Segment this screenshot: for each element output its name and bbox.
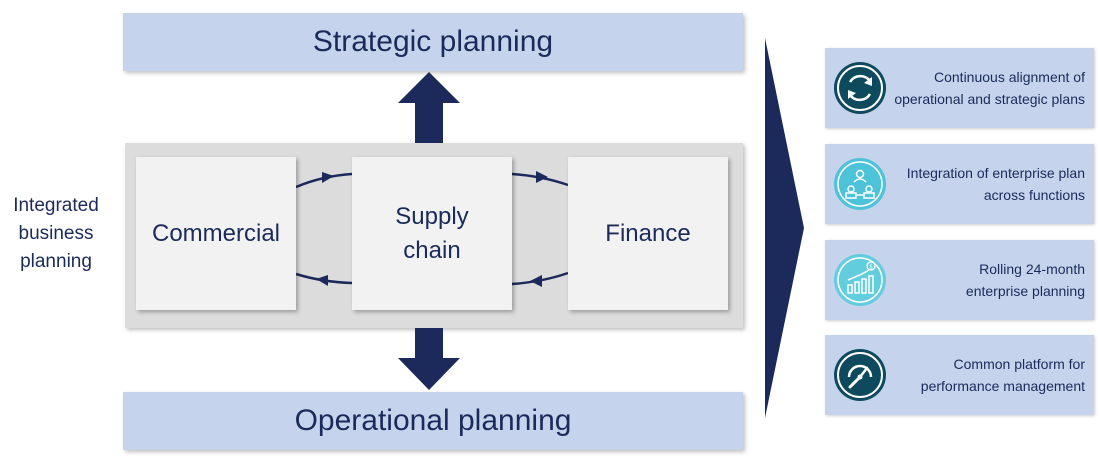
feature-card-rolling: $ Rolling 24-month enterprise planning (825, 240, 1094, 320)
down-arrow (398, 328, 460, 390)
arrowhead-4 (530, 275, 542, 287)
cycle-icon (834, 62, 886, 114)
feature-text-rolling: Rolling 24-month enterprise planning (965, 261, 1085, 299)
feature-card-alignment: Continuous alignment of operational and … (825, 48, 1094, 128)
commercial-label: Commercial (151, 219, 280, 247)
arrowhead-3 (536, 171, 548, 183)
feature-text-integration: Integration of enterprise plan across fu… (906, 165, 1085, 203)
up-arrow (398, 72, 460, 143)
feature-card-integration: Integration of enterprise plan across fu… (825, 144, 1094, 224)
feature-text-platform: Common platform for performance manageme… (920, 356, 1085, 394)
growth-chart-icon: $ (834, 254, 886, 306)
finance-box: Finance (568, 157, 728, 310)
chevron-connector (765, 38, 804, 418)
operational-planning-band: Operational planning (123, 392, 743, 450)
supply-chain-box: Supply chain (352, 157, 512, 310)
svg-text:$: $ (869, 264, 873, 271)
gauge-icon (834, 349, 886, 401)
integrated-business-planning-label: Integrated business planning (13, 195, 99, 272)
finance-label: Finance (605, 219, 691, 247)
strategic-planning-band: Strategic planning (123, 13, 743, 71)
arrowhead-1 (322, 172, 334, 183)
operational-planning-label: Operational planning (294, 404, 572, 437)
strategic-planning-label: Strategic planning (312, 25, 554, 58)
arrowhead-2 (316, 275, 328, 286)
feature-text-alignment: Continuous alignment of operational and … (894, 69, 1085, 107)
supply-chain-label: Supply chain (395, 202, 469, 264)
feature-card-platform: Common platform for performance manageme… (825, 335, 1094, 415)
commercial-box: Commercial (136, 157, 296, 310)
people-exchange-icon (834, 158, 886, 210)
